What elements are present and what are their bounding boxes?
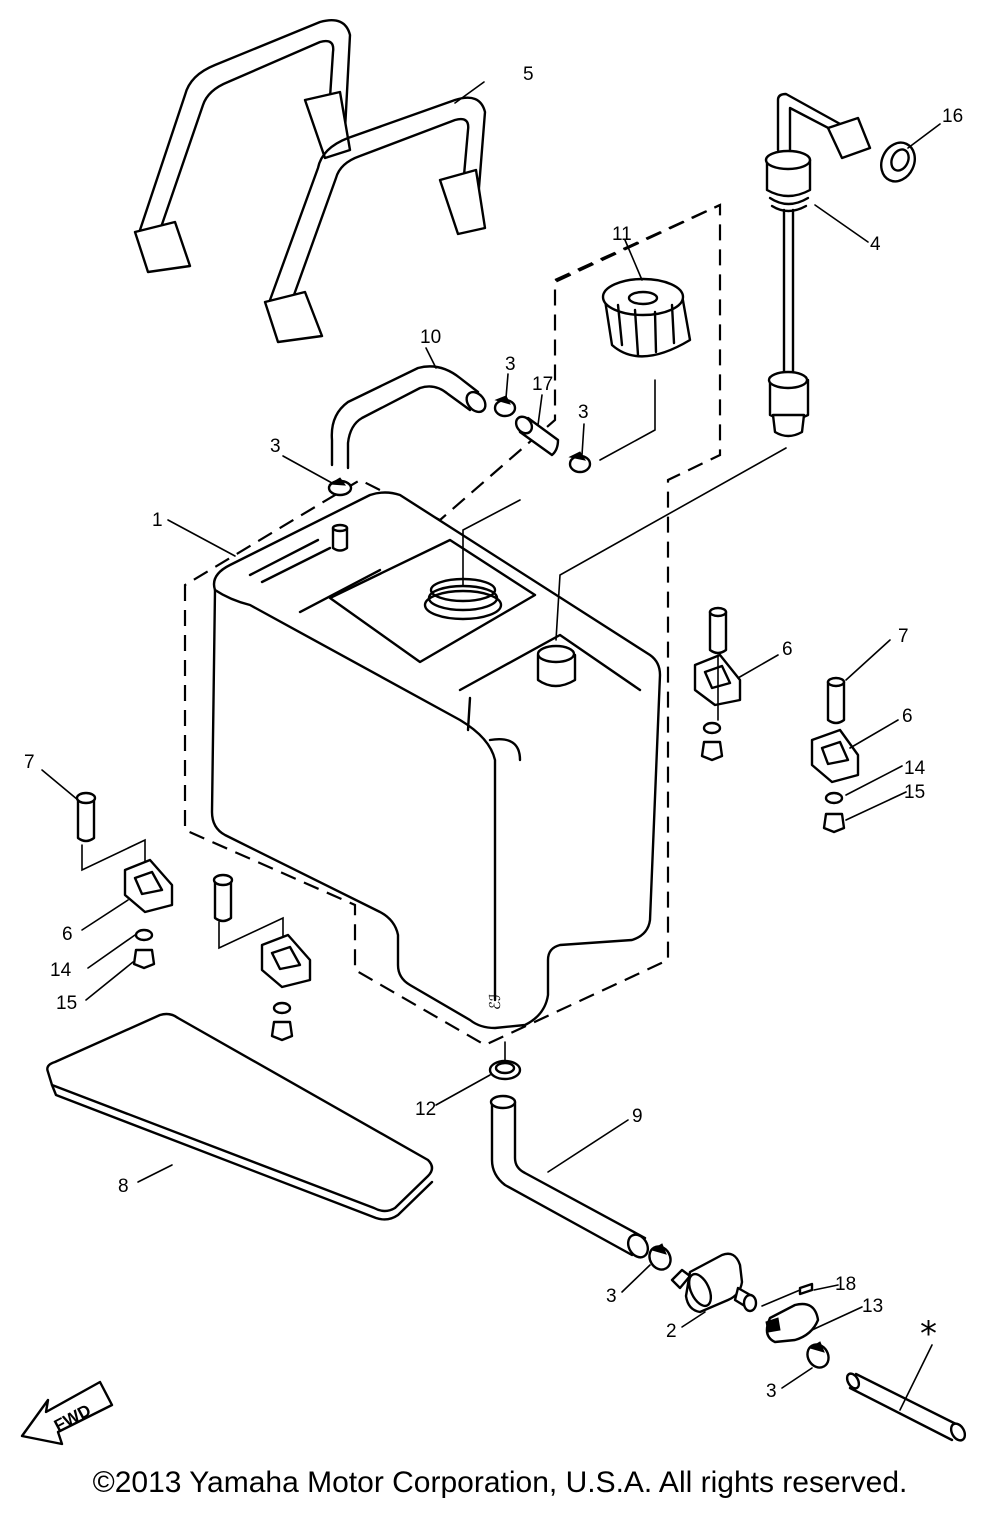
callout-14: 14 bbox=[904, 758, 926, 779]
callout-2: 2 bbox=[666, 1321, 677, 1342]
callout-7: 7 bbox=[898, 626, 909, 647]
callout-15: 15 bbox=[904, 782, 925, 803]
callout-3: 3 bbox=[505, 354, 516, 375]
tank-mat bbox=[46, 1012, 434, 1221]
leader-cap-to-tank bbox=[599, 379, 656, 461]
copyright-notice: ©2013 Yamaha Motor Corporation, U.S.A. A… bbox=[92, 1466, 908, 1499]
callout-3: 3 bbox=[606, 1286, 617, 1307]
hose-clamp-12 bbox=[488, 1041, 522, 1081]
assembly-outline-tank bbox=[183, 203, 722, 1047]
hose-clamp-upper-left bbox=[327, 477, 353, 497]
callout-6: 6 bbox=[902, 706, 913, 727]
bracket-assembly-right-lower bbox=[810, 676, 860, 834]
joint-pipe bbox=[514, 415, 560, 457]
callout-17: 17 bbox=[532, 374, 553, 395]
callout-18: 18 bbox=[835, 1274, 856, 1295]
leader-neck bbox=[462, 499, 521, 586]
svg-text:ℰℐ: ℰℐ bbox=[487, 994, 504, 1010]
hose-clamp-cap bbox=[568, 451, 592, 474]
fwd-arrow[interactable]: FWD bbox=[20, 1380, 114, 1446]
strap-5 bbox=[263, 96, 487, 344]
hose-clamp-lower bbox=[648, 1243, 672, 1271]
callout-7: 7 bbox=[24, 752, 35, 773]
hose-clamp-bottom bbox=[806, 1341, 830, 1369]
filler-cap bbox=[601, 277, 692, 358]
fuel-hose bbox=[489, 1094, 650, 1259]
leader-lines bbox=[41, 81, 941, 1411]
fuel-filter bbox=[670, 1252, 758, 1314]
callout-3: 3 bbox=[270, 436, 281, 457]
strap-rear bbox=[133, 18, 352, 274]
callouts: 1 5 10 3 17 3 3 11 4 16 6 7 6 14 15 7 6 … bbox=[24, 64, 963, 1402]
callout-3: 3 bbox=[578, 402, 589, 423]
assembly-outline-cap bbox=[554, 203, 721, 282]
callout-15: 15 bbox=[56, 993, 77, 1014]
fuel-tank: ℰℐ bbox=[210, 491, 662, 1030]
hose-clamp-upper-mid bbox=[493, 395, 517, 418]
callout-6: 6 bbox=[782, 639, 793, 660]
callout-8: 8 bbox=[118, 1176, 129, 1197]
vent-hose bbox=[330, 365, 487, 470]
outlet-hose bbox=[845, 1372, 967, 1442]
callout-10: 10 bbox=[420, 327, 441, 348]
callout-5: 5 bbox=[523, 64, 534, 85]
screw-18 bbox=[761, 1282, 814, 1307]
callout-12: 12 bbox=[415, 1099, 436, 1120]
callout-11: 11 bbox=[612, 224, 632, 245]
continuation-mark: * bbox=[920, 1314, 937, 1354]
callout-16: 16 bbox=[942, 106, 963, 127]
leader-gauge-to-tank bbox=[555, 447, 787, 641]
callout-1: 1 bbox=[152, 510, 163, 531]
bracket-assembly-left bbox=[75, 791, 174, 970]
filter-bracket bbox=[765, 1302, 820, 1344]
callout-4: 4 bbox=[870, 234, 881, 255]
callout-9: 9 bbox=[632, 1106, 643, 1127]
grommet bbox=[880, 141, 916, 183]
callout-6: 6 bbox=[62, 924, 73, 945]
fuel-gauge-sender bbox=[764, 92, 872, 438]
callout-14: 14 bbox=[50, 960, 72, 981]
callout-3: 3 bbox=[766, 1381, 777, 1402]
callout-13: 13 bbox=[862, 1296, 883, 1317]
bracket-assembly-front bbox=[212, 873, 312, 1042]
